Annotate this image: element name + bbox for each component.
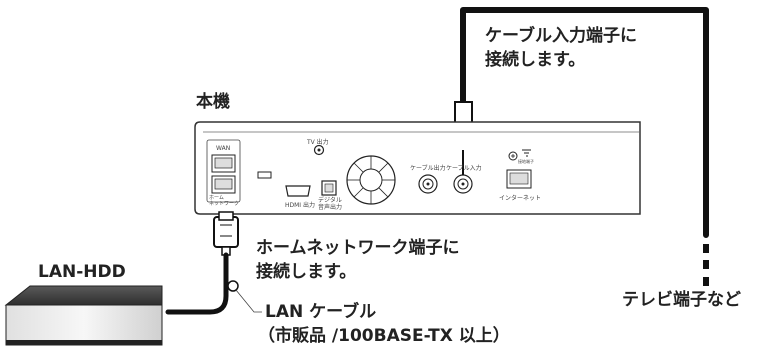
home-network-label-line1: ホームネットワーク端子に [256,238,460,258]
lan-cable-label-line1: LAN ケーブル [265,302,377,322]
tv-cable-dashes [703,244,709,286]
home-network-port-label: ホーム ネットワーク [209,195,240,207]
wan-label: WAN [216,145,231,152]
device-title: 本機 [196,92,230,112]
lan-hdd-label: LAN-HDD [38,262,126,282]
tv-terminal-label: テレビ端子など [622,290,741,310]
digital-audio-label: デジタル 音声出力 [318,197,343,211]
cable-in-label: ケーブル入力 [446,165,482,172]
internet-label: インターネット [499,195,542,202]
tv-out-label: TV 出力 [307,139,329,146]
hdmi-out-label: HDMI 出力 [285,202,315,209]
lan-cable-label-line2: （市販品 /100BASE-TX 以上） [258,326,510,346]
tv-cable [460,7,709,238]
cable-input-label-line1: ケーブル入力端子に [485,26,637,46]
ground-label: 接地端子 [518,159,534,164]
device-back-panel [194,121,641,215]
cable-out-label: ケーブル出力 [410,165,446,172]
cable-input-label-line2: 接続します。 [485,50,586,70]
lan-cable [165,252,229,315]
lan-plug [213,211,239,256]
home-network-label-line2: 接続します。 [256,262,357,282]
lan-hdd-device [4,285,163,346]
